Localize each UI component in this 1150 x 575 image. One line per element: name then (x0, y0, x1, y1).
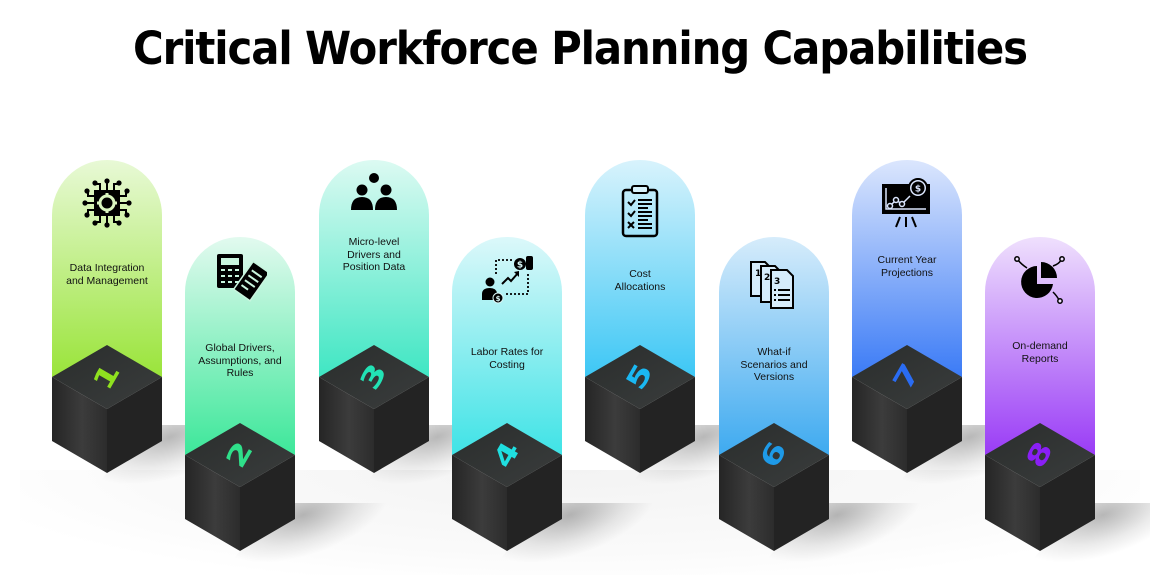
capability-label-line: Rules (226, 367, 254, 379)
capability-label-line: Reports (1021, 352, 1059, 365)
number-cube-5: 5 (585, 345, 695, 473)
svg-text:$: $ (915, 185, 921, 195)
capability-label-line: and Management (66, 274, 148, 287)
svg-text:2: 2 (764, 273, 770, 283)
capability-label-line: Position Data (342, 261, 406, 273)
number-cube-8: 8 (985, 423, 1095, 551)
capability-label-line: Current Year (877, 254, 937, 266)
number-cube-1: 1 (52, 345, 162, 473)
number-cube-3: 3 (319, 345, 429, 473)
number-cube-7: 7 (852, 345, 962, 473)
number-cube-2: 2 (185, 423, 295, 551)
capability-label-line: Scenarios and (740, 358, 808, 371)
svg-text:3: 3 (774, 277, 780, 287)
page-title: Critical Workforce Planning Capabilities (133, 22, 1028, 75)
capability-label-line: Global Drivers, (205, 342, 275, 354)
number-cube-4: 4 (452, 423, 562, 551)
capability-label-line: What-if (757, 346, 791, 358)
svg-text:$: $ (517, 261, 523, 271)
calculator-document-icon (213, 250, 271, 304)
capability-label-line: Labor Rates for (470, 346, 544, 358)
people-group-icon (347, 168, 401, 222)
capability-label-line: Data Integration (69, 262, 145, 274)
capability-label-line: Projections (881, 266, 933, 279)
clipboard-checklist-icon (613, 184, 667, 238)
capability-label-line: Versions (753, 371, 795, 383)
capability-label-line: On-demand (1012, 340, 1068, 352)
capability-label-line: Assumptions, and (198, 354, 282, 367)
capability-label-line: Drivers and (347, 248, 401, 261)
capability-label-line: Cost (629, 268, 651, 280)
labor-cost-growth-icon: $ $ (480, 250, 534, 304)
capability-label-line: Allocations (614, 280, 666, 293)
presentation-chart-icon: $ (880, 176, 934, 230)
pie-chart-icon (1013, 254, 1067, 308)
capability-label-line: Micro-level (348, 236, 400, 248)
numbered-documents-icon: 1 2 3 (747, 256, 801, 310)
number-cube-6: 6 (719, 423, 829, 551)
svg-text:$: $ (496, 295, 501, 303)
svg-text:1: 1 (755, 269, 761, 279)
capability-label-line: Costing (489, 358, 525, 371)
chip-gear-icon (80, 176, 134, 230)
